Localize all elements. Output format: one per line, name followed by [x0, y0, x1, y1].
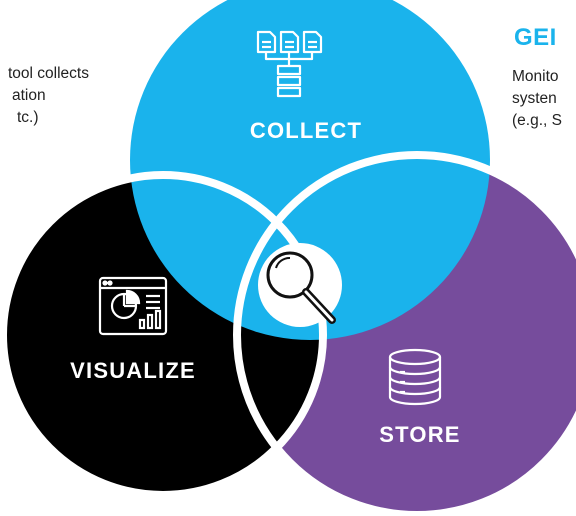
magnifier-icon — [258, 243, 342, 327]
visualize-label: VISUALIZE — [70, 358, 196, 383]
right-heading: GEI — [514, 24, 557, 51]
files-to-server-icon — [256, 30, 323, 98]
left-text-line-1: tool collects — [8, 65, 89, 82]
right-text-line-3: (e.g., S — [512, 112, 562, 129]
right-text-line-2: systen — [512, 90, 557, 107]
left-text-line-3: tc.) — [17, 109, 39, 126]
store-label: STORE — [379, 422, 461, 447]
right-text-line-1: Monito — [512, 68, 559, 85]
database-icon — [388, 348, 442, 406]
collect-label: COLLECT — [249, 118, 363, 143]
left-text-line-2: ation — [12, 87, 46, 104]
dashboard-chart-icon — [98, 276, 168, 336]
collect-circle — [130, 0, 490, 340]
